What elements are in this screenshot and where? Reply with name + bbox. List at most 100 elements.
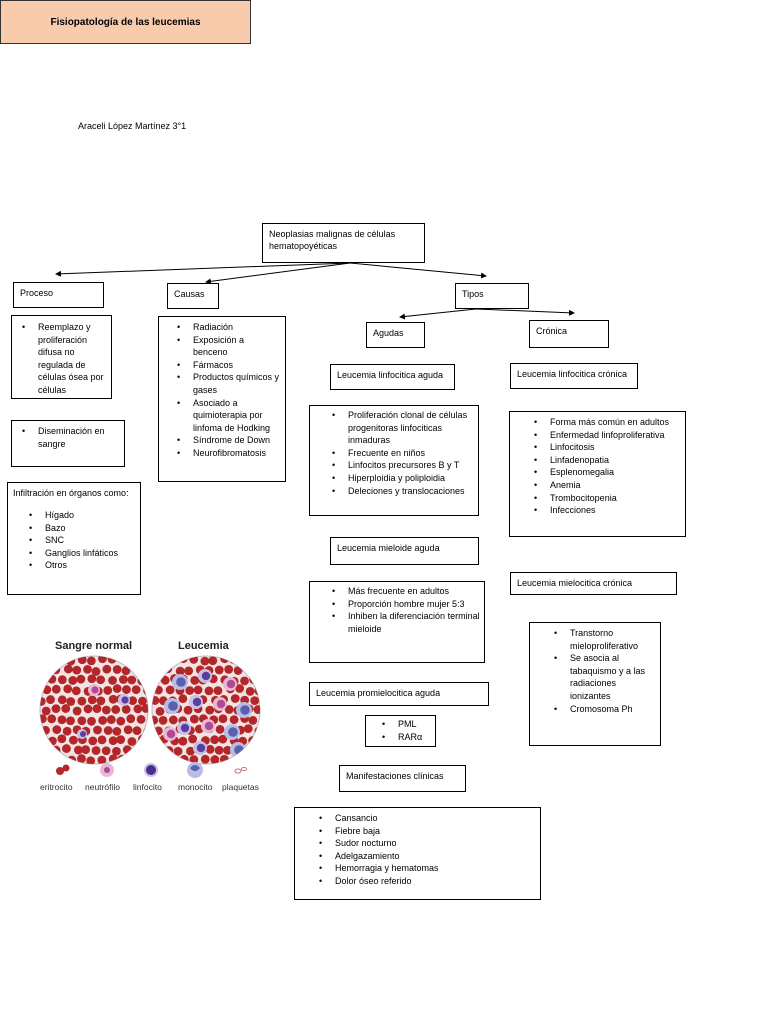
eritrocito-icon [248,656,258,664]
eritrocito-icon [138,734,147,744]
neutrofilo-icon-nucleus [204,721,214,731]
eritrocito-icon [233,666,243,675]
eritrocito-icon [164,746,174,755]
arrow-to-cronica [475,308,575,316]
list-item: PML [382,718,433,731]
eritrocito-icon [116,716,126,726]
eritrocito-icon [102,664,112,674]
eritrocito-icon [57,675,67,685]
llc-label: Leucemia linfocitica crónica [517,369,628,379]
list-item: Radiación [177,321,281,334]
eritrocito-icon [141,666,148,676]
eritrocito-icon [77,716,87,726]
eritrocito-icon [57,734,67,744]
eritrocito-icon [40,676,46,686]
list-item: Otros [29,559,136,572]
lmc-label: Leucemia mielocitica crónica [517,578,633,588]
eritrocito-icon [173,746,183,756]
eritrocito-icon [133,704,143,714]
eritrocito-icon [66,716,75,726]
diagram-title: Fisiopatología de las leucemias [0,0,251,44]
list-item: Transtorno mieloproliferativo [554,627,656,652]
monocito-icon-nucleus [240,705,250,715]
list-item: Hígado [29,509,136,522]
eritrocito-icon [63,664,73,674]
eritrocito-icon [121,704,131,714]
list-item: Reemplazo y proliferación difusa no regu… [22,321,107,397]
eritrocito-icon [43,667,53,676]
lmc-list: Transtorno mieloproliferativo Se asocia … [529,622,661,746]
eritrocito-icon [41,706,51,716]
eritrocito-icon [108,676,117,685]
eritrocito-icon [51,745,61,755]
eritrocito-icon [189,755,199,764]
lpa-label: Leucemia promielocitica aguda [316,688,441,698]
eritrocito-icon [83,704,93,714]
eritrocito-icon [77,754,86,763]
eritrocito-icon [118,675,128,684]
leukemia-blood-image [151,655,261,765]
eritrocito-icon [91,667,101,676]
legend-linfocito: linfocito [133,782,162,792]
list-item: SNC [29,534,136,547]
eritrocito-icon [116,735,126,745]
linfocito-icon-nucleus [201,671,211,681]
eritrocito-icon [175,666,185,676]
eritrocito-icon [126,714,136,724]
eritrocito-icon [152,734,160,744]
eritrocito-icon [220,656,229,664]
eritrocito-icon [127,675,137,685]
infiltracion-title: Infiltración en órganos como: [13,488,129,498]
lla-list: Proliferación clonal de células progenit… [309,405,479,516]
eritrocito-icon [127,737,137,746]
eritrocito-icon [218,734,228,744]
list-item: Trombocitopenia [534,492,681,505]
eritrocito-icon [208,656,218,666]
eritrocito-icon [168,656,178,666]
eritrocito-icon [57,695,67,705]
eritrocito-icon [122,685,131,694]
eritrocito-icon [193,685,203,695]
eritrocito-icon [71,686,81,696]
list-item: Linfocitos precursores B y T [332,459,474,472]
eritrocito-icon [245,746,255,756]
eritrocito-icon [68,676,78,685]
eritrocito-icon [112,727,122,736]
list-item: Productos químicos y gases [177,371,281,396]
eritrocito-icon [224,664,234,674]
eritrocito-icon [253,705,260,714]
eritrocito-icon [107,656,117,664]
eritrocito-icon [46,656,56,664]
eritrocito-icon [83,664,92,674]
eritrocito-icon [87,674,97,684]
eritrocito-icon [72,706,82,716]
agudas-label: Agudas [373,328,404,338]
eritrocito-icon [204,686,214,696]
eritrocito-icon [40,656,47,665]
eritrocito-icon [128,696,138,705]
neutrofilo-icon-nucleus [166,729,176,739]
eritrocito-icon [229,656,238,664]
arrow-to-agudas [399,308,477,320]
list-item: Esplenomegalia [534,466,681,479]
eritrocito-icon [186,746,195,756]
lpa-node: Leucemia promielocitica aguda [309,682,489,706]
llc-node: Leucemia linfocitica crónica [510,363,638,389]
eritrocito-icon [141,704,148,713]
causas-node: Causas [167,283,219,309]
eritrocito-icon [96,696,106,706]
eritrocito-icon [183,705,193,715]
eritrocito-icon [76,674,86,684]
list-item: Deleciones y translocaciones [332,485,474,498]
list-item: Cansancio [319,812,536,825]
list-item: Sudor nocturno [319,837,536,850]
eritrocito-icon [160,656,170,665]
eritrocito-icon [62,726,72,736]
eritrocito-icon [245,686,255,696]
eritrocito-icon [101,746,111,756]
list-item: Forma más común en adultos [534,416,681,429]
eritrocito-icon [152,656,160,665]
eritrocito-icon [98,656,107,664]
causas-list: Radiación Exposición a benceno Fármacos … [158,316,286,482]
